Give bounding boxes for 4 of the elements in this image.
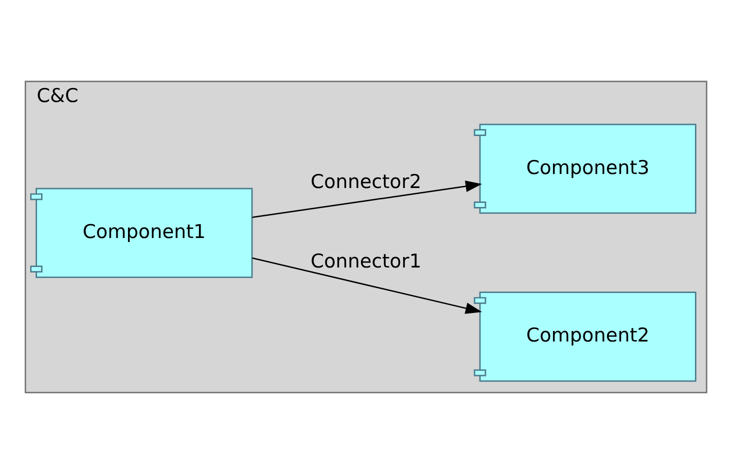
arrow	[252, 180, 482, 218]
edge-label: Connector2	[310, 170, 422, 193]
edge-label: Connector1	[310, 248, 422, 272]
arrow	[252, 256, 482, 314]
